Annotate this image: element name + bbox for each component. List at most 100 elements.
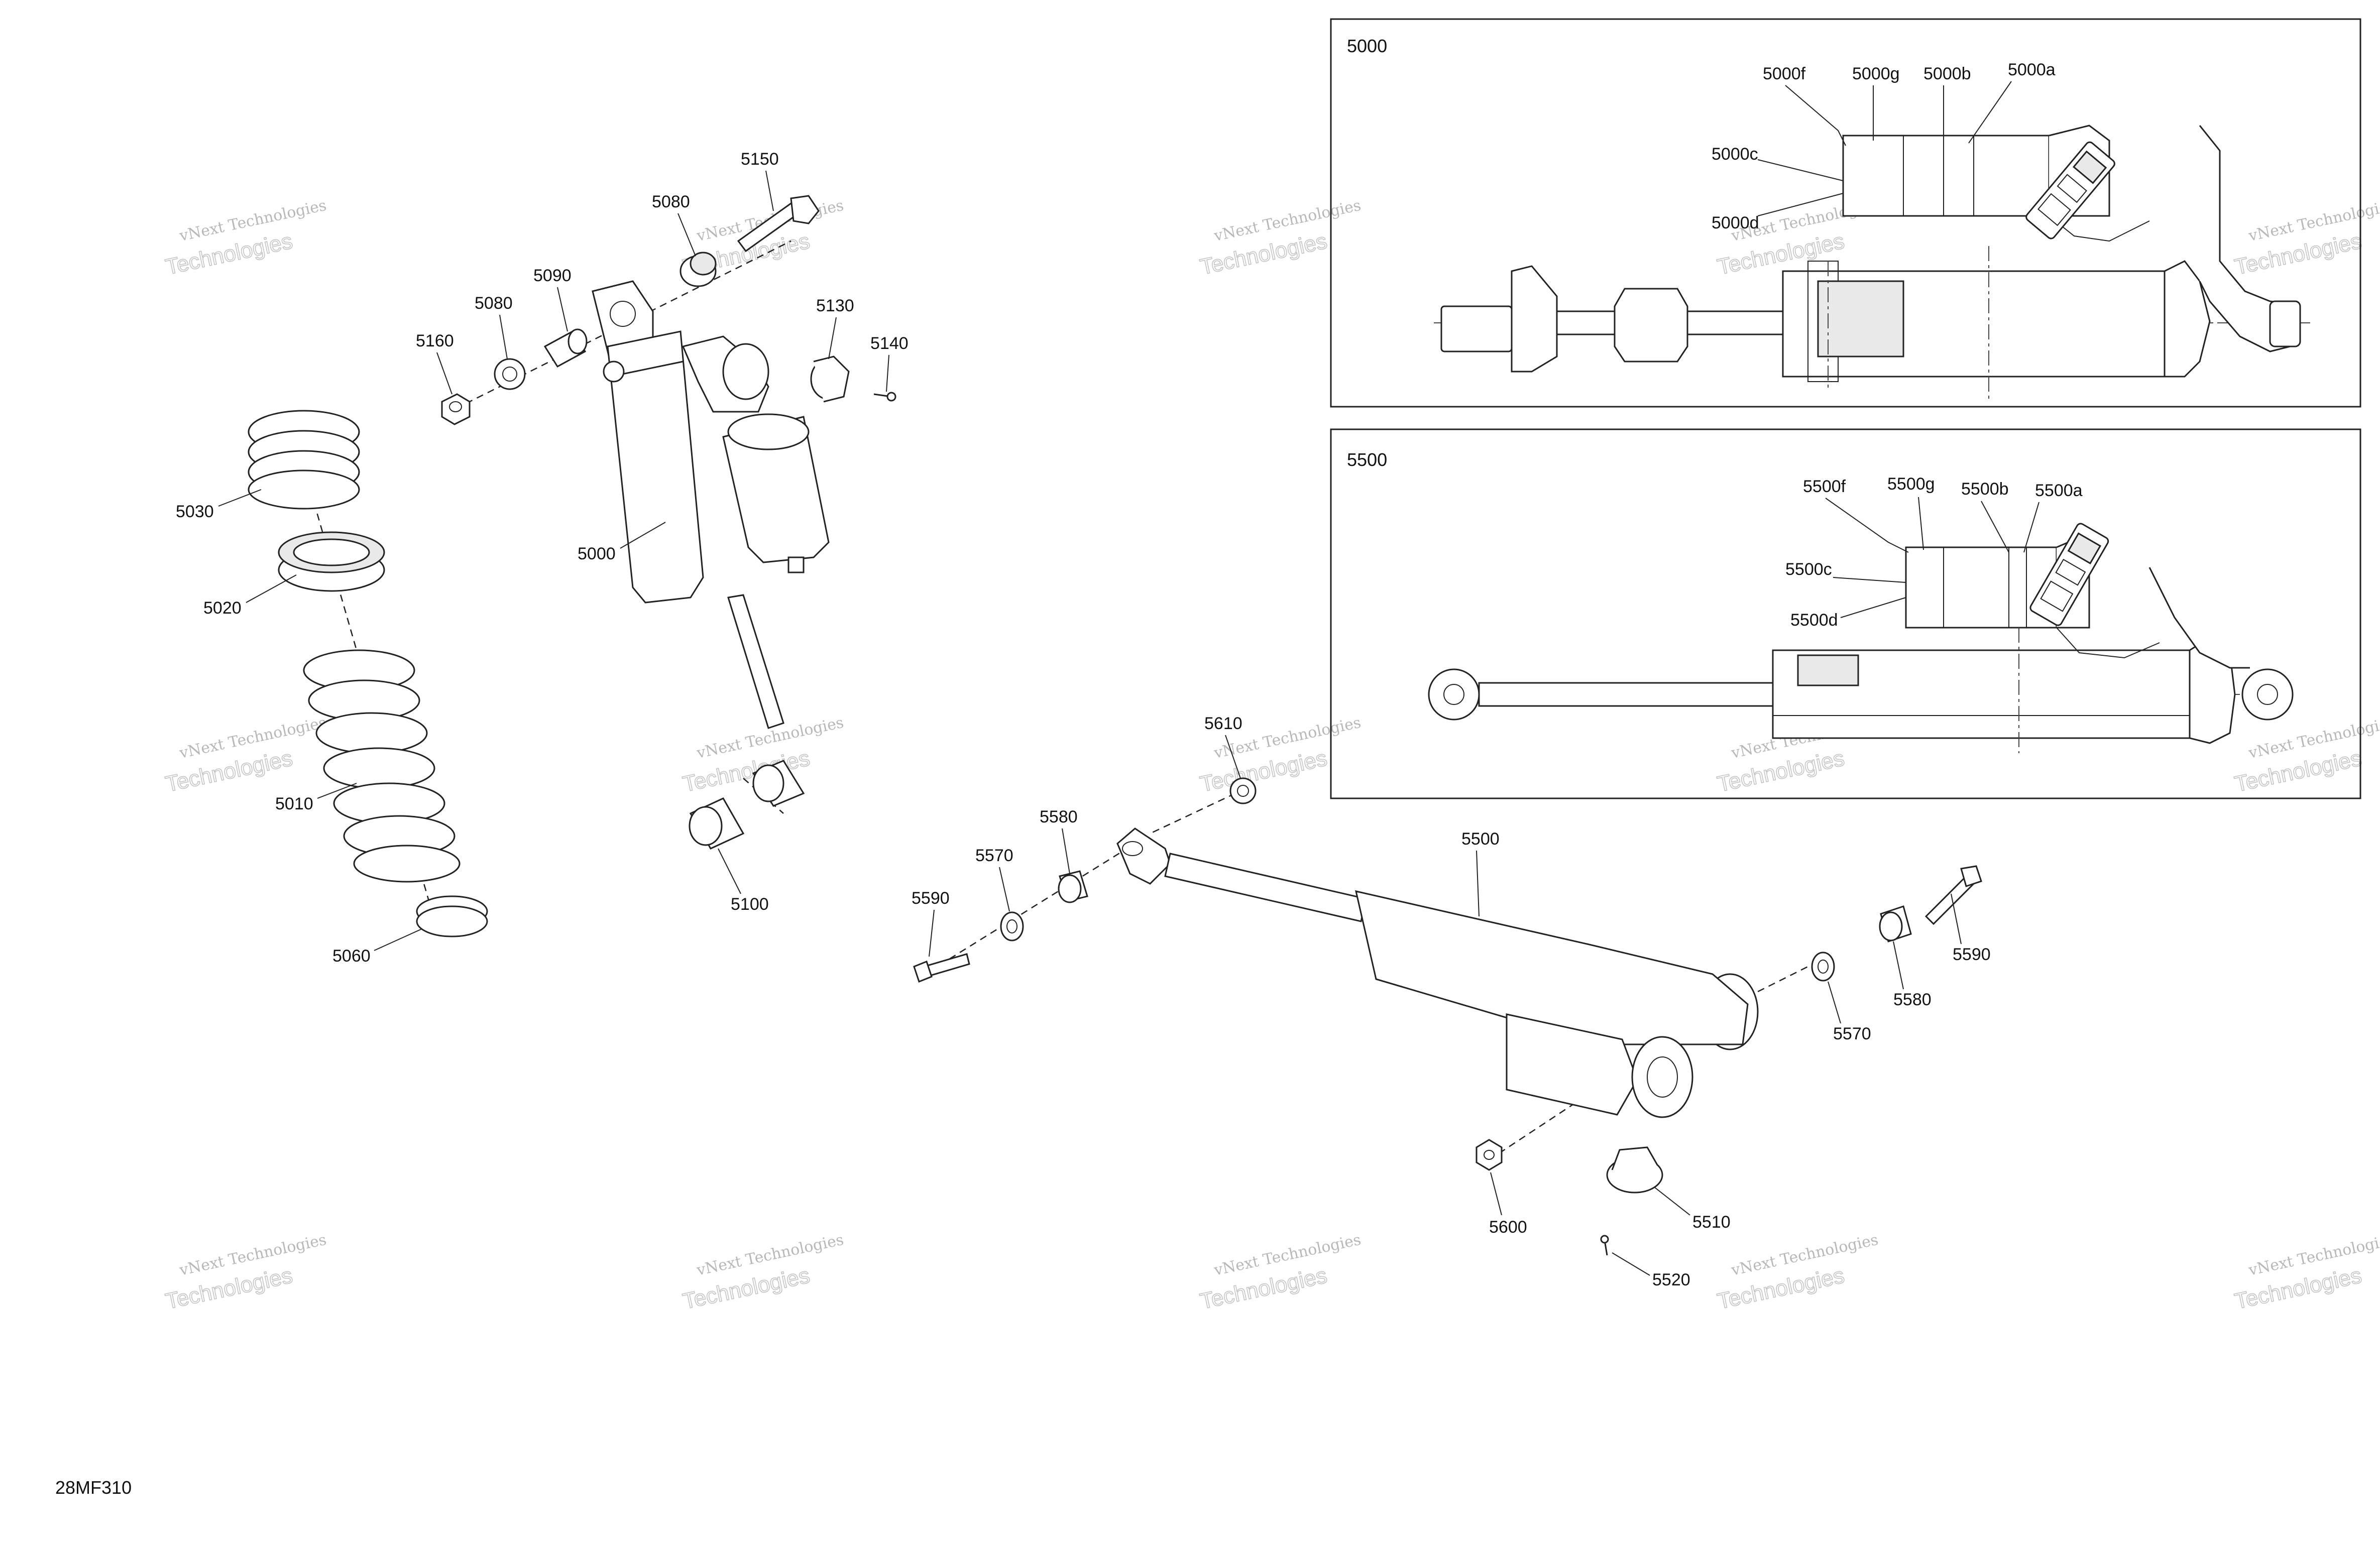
bolt-5590-right: [1924, 865, 1982, 925]
svg-text:5500g: 5500g: [1887, 474, 1935, 494]
label-5600: 5600: [1489, 1172, 1527, 1237]
svg-text:5510: 5510: [1692, 1213, 1731, 1232]
svg-text:5610: 5610: [1204, 714, 1242, 733]
bushing-5610: [1229, 777, 1257, 804]
nut-5160: [441, 393, 471, 425]
detail-box-5000: 5000: [1330, 18, 2361, 408]
shock-cutaway-5500: [1428, 523, 2294, 753]
callout-5500a: 5500a: [2023, 481, 2083, 553]
svg-text:5590: 5590: [912, 889, 950, 908]
svg-text:5010: 5010: [275, 794, 313, 813]
svg-text:5500f: 5500f: [1803, 477, 1846, 496]
svg-text:5060: 5060: [332, 946, 371, 966]
svg-text:5600: 5600: [1489, 1218, 1527, 1237]
adjuster-knob-5130: [810, 355, 850, 403]
bushing-5100: [689, 760, 805, 850]
svg-text:5000b: 5000b: [1923, 64, 1971, 83]
label-5500-main: 5500: [1461, 829, 1500, 917]
detail-box-title: 5000: [1347, 36, 1387, 56]
callout-5000f: 5000f: [1763, 64, 1846, 146]
watermark: vNext Technologies Technologies: [2232, 714, 2380, 797]
callout-5500g: 5500g: [1887, 474, 1935, 550]
svg-text:5000d: 5000d: [1712, 213, 1759, 232]
svg-text:5080: 5080: [475, 294, 513, 313]
left-shock-assembly: 5150 5080 5090 5080 5160 5130 5140 5030: [176, 150, 909, 966]
label-5150: 5150: [741, 150, 779, 211]
svg-text:5140: 5140: [870, 334, 909, 353]
callout-5000a: 5000a: [1968, 60, 2056, 144]
bushing-5570-right: [1811, 952, 1835, 982]
svg-text:5000a: 5000a: [2008, 60, 2056, 79]
callout-5500f: 5500f: [1803, 477, 1909, 553]
watermark: vNext Technologies Technologies: [1197, 197, 1363, 280]
drawing-reference: 28MF310: [55, 1477, 132, 1498]
callout-5000c: 5000c: [1712, 145, 1844, 181]
svg-text:5570: 5570: [975, 846, 1013, 865]
spacer-5090: [543, 328, 588, 368]
watermark: vNext Technologies Technologies: [1197, 1231, 1363, 1315]
callout-5000g: 5000g: [1852, 64, 1900, 141]
callout-5000b: 5000b: [1923, 64, 1971, 136]
label-5010: 5010: [275, 783, 357, 813]
label-5580-left: 5580: [1040, 807, 1078, 874]
label-5520: 5520: [1612, 1252, 1690, 1289]
label-5590-left: 5590: [912, 889, 950, 957]
label-5090: 5090: [533, 266, 572, 332]
bolt-5590-left: [913, 953, 970, 983]
washer-5080-top: [679, 252, 717, 287]
label-5580-right: 5580: [1893, 941, 1932, 1009]
label-5140: 5140: [870, 334, 909, 392]
svg-text:5590: 5590: [1953, 945, 1991, 964]
label-5610: 5610: [1204, 714, 1242, 779]
detail-box-5500: 5500: [1330, 428, 2361, 799]
label-5570-right: 5570: [1828, 981, 1871, 1043]
nut-5600: [1476, 1139, 1503, 1171]
washer-5080-left: [494, 358, 526, 390]
detail-box-title: 5500: [1347, 449, 1387, 470]
label-5100: 5100: [718, 848, 769, 914]
adjuster-knob-5510: [1606, 1146, 1663, 1194]
watermark: vNext Technologies Technologies: [2232, 1231, 2380, 1315]
svg-text:5500c: 5500c: [1785, 560, 1832, 579]
label-5060: 5060: [332, 928, 422, 966]
label-5000-main: 5000: [578, 522, 666, 563]
svg-text:5080: 5080: [652, 192, 690, 211]
spacer-5580-left: [1058, 870, 1088, 903]
svg-text:5000c: 5000c: [1712, 145, 1758, 164]
svg-text:5000: 5000: [578, 544, 616, 563]
screw-5520: [1600, 1235, 1609, 1256]
label-5590-right: 5590: [1951, 893, 1991, 964]
svg-text:5160: 5160: [416, 331, 454, 350]
label-5030: 5030: [176, 489, 262, 521]
svg-text:5580: 5580: [1893, 990, 1932, 1009]
label-5160: 5160: [416, 331, 454, 395]
svg-text:5130: 5130: [816, 296, 854, 315]
callout-5000d: 5000d: [1712, 193, 1844, 232]
svg-text:5500d: 5500d: [1790, 611, 1838, 630]
spring-5010: [303, 649, 461, 883]
shock-5000: [592, 280, 830, 729]
svg-text:5100: 5100: [731, 895, 769, 914]
watermark: vNext Technologies Technologies: [1715, 1231, 1880, 1315]
svg-text:5500b: 5500b: [1961, 480, 2009, 499]
svg-text:5150: 5150: [741, 150, 779, 169]
shock-5500: [1116, 827, 1759, 1118]
label-5080-left: 5080: [475, 294, 513, 360]
bolt-5150: [737, 195, 820, 253]
svg-text:5000g: 5000g: [1852, 64, 1900, 83]
callout-5500d: 5500d: [1790, 597, 1906, 630]
callout-5500c: 5500c: [1785, 560, 1906, 583]
callout-5500b: 5500b: [1961, 480, 2009, 553]
svg-text:5500a: 5500a: [2035, 481, 2083, 500]
svg-text:5090: 5090: [533, 266, 572, 285]
bushing-5570-left: [1000, 911, 1024, 941]
spring-5030: [248, 410, 360, 510]
watermark: vNext Technologies Technologies: [163, 1231, 328, 1315]
svg-text:5580: 5580: [1040, 807, 1078, 826]
label-5080-top: 5080: [652, 192, 696, 257]
label-5510: 5510: [1654, 1187, 1731, 1232]
center-shock-assembly: 5610 5580 5570 5590 5500 5590 5580 5570: [912, 714, 1991, 1289]
svg-text:5000f: 5000f: [1763, 64, 1806, 83]
svg-text:5520: 5520: [1652, 1270, 1690, 1289]
